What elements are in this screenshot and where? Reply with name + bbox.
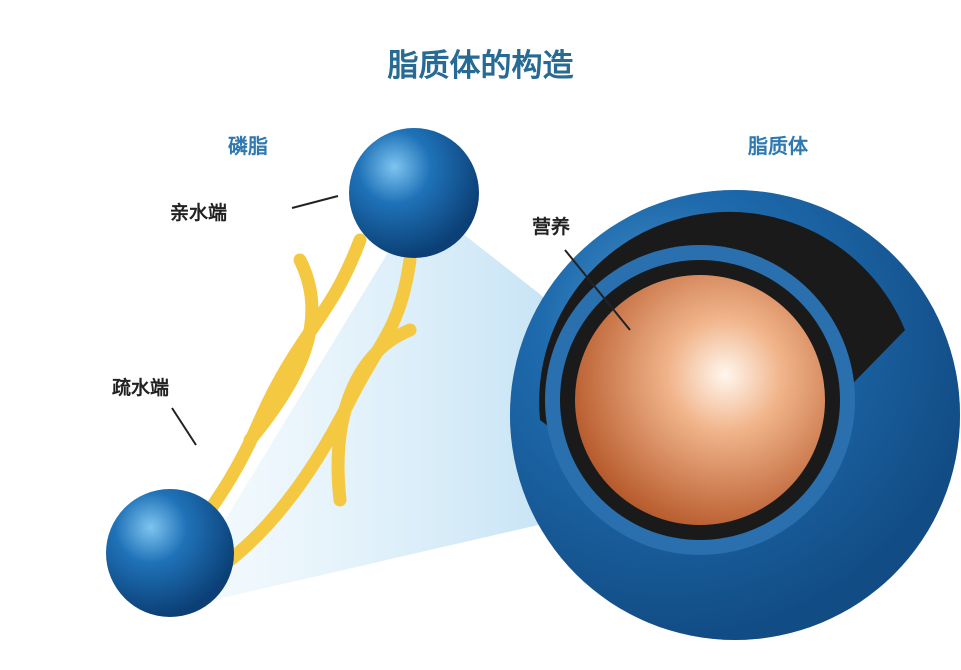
label-hydrophilic: 亲水端: [170, 202, 228, 224]
pointer-hydrophilic: [291, 195, 339, 209]
hydrophilic-head-bottom: [106, 489, 234, 617]
label-phospholipid: 磷脂: [228, 134, 268, 158]
nutrient-core: [575, 275, 825, 525]
pointer-hydrophobic: [171, 407, 197, 446]
label-hydrophobic: 疏水端: [112, 377, 170, 399]
liposome: [510, 190, 960, 640]
label-nutrient: 营养: [532, 216, 571, 238]
label-liposome: 脂质体: [748, 134, 808, 158]
hydrophilic-head-top: [349, 128, 479, 258]
pointer-nutrient: [564, 249, 631, 331]
page-title: 脂质体的构造: [387, 48, 574, 84]
zoom-beam: [170, 200, 560, 610]
